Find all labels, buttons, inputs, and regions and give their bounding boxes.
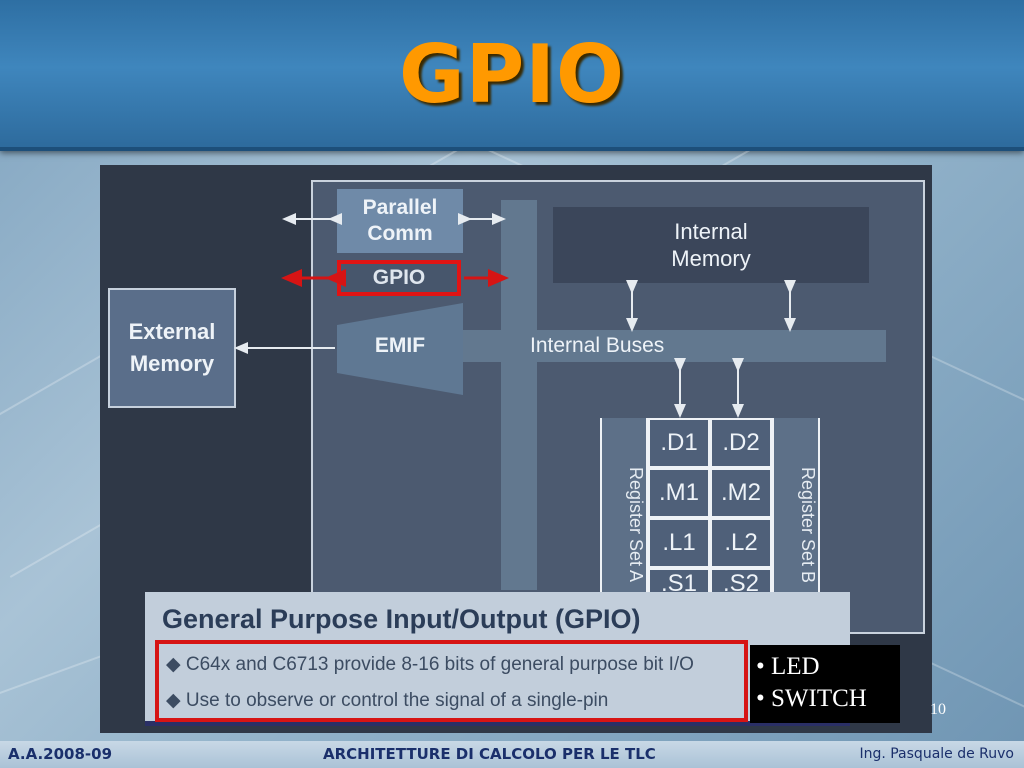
external-memory-label: External Memory: [128, 319, 216, 376]
caption-bullet-2: ◆ Use to observe or control the signal o…: [166, 690, 609, 711]
unit-s2: .S2: [712, 570, 770, 597]
caption-bullet-1: ◆ C64x and C6713 provide 8-16 bits of ge…: [166, 654, 694, 675]
footer-author: Ing. Pasquale de Ruvo: [859, 746, 1014, 762]
gpio-label: GPIO: [372, 266, 426, 289]
caption-highlight-box: [155, 640, 748, 722]
internal-memory-block: Internal Memory: [553, 207, 869, 283]
unit-l2: .L2: [712, 520, 770, 566]
footer-course-title: ARCHITETTURE DI CALCOLO PER LE TLC: [323, 745, 656, 763]
unit-d2: .D2: [712, 420, 770, 466]
unit-m1: .M1: [650, 470, 708, 516]
unit-s1: .S1: [650, 570, 708, 597]
caption-panel: [145, 592, 850, 726]
internal-buses-label: Internal Buses: [530, 334, 665, 357]
emif-label: EMIF: [374, 334, 426, 357]
note-led: • LED: [756, 653, 820, 680]
slide-title: GPIO: [398, 28, 626, 121]
caption-title: General Purpose Input/Output (GPIO): [162, 604, 641, 634]
internal-memory-label: Internal Memory: [671, 219, 751, 271]
internal-bus-vertical: [501, 200, 537, 590]
footer-academic-year: A.A.2008-09: [8, 745, 113, 763]
emif-block: [337, 303, 463, 395]
unit-l1: .L1: [650, 520, 708, 566]
unit-d1: .D1: [650, 420, 708, 466]
gpio-block: GPIO: [337, 260, 461, 296]
parallel-comm-block: Parallel Comm: [337, 189, 463, 253]
register-set-b: Register Set B: [774, 418, 818, 598]
slide-header: [0, 0, 1024, 150]
header-divider: [0, 147, 1024, 151]
slide-footer: A.A.2008-09 ARCHITETTURE DI CALCOLO PER …: [0, 741, 1024, 768]
page-number: 10: [930, 701, 946, 718]
register-set-a: Register Set A: [602, 418, 646, 598]
internal-bus-horizontal: [460, 330, 886, 362]
parallel-comm-label: Parallel Comm: [362, 196, 438, 245]
external-memory-block: External Memory: [108, 288, 236, 408]
notes-box: • LED • SWITCH: [750, 645, 900, 723]
note-switch: • SWITCH: [756, 685, 867, 712]
unit-m2: .M2: [712, 470, 770, 516]
